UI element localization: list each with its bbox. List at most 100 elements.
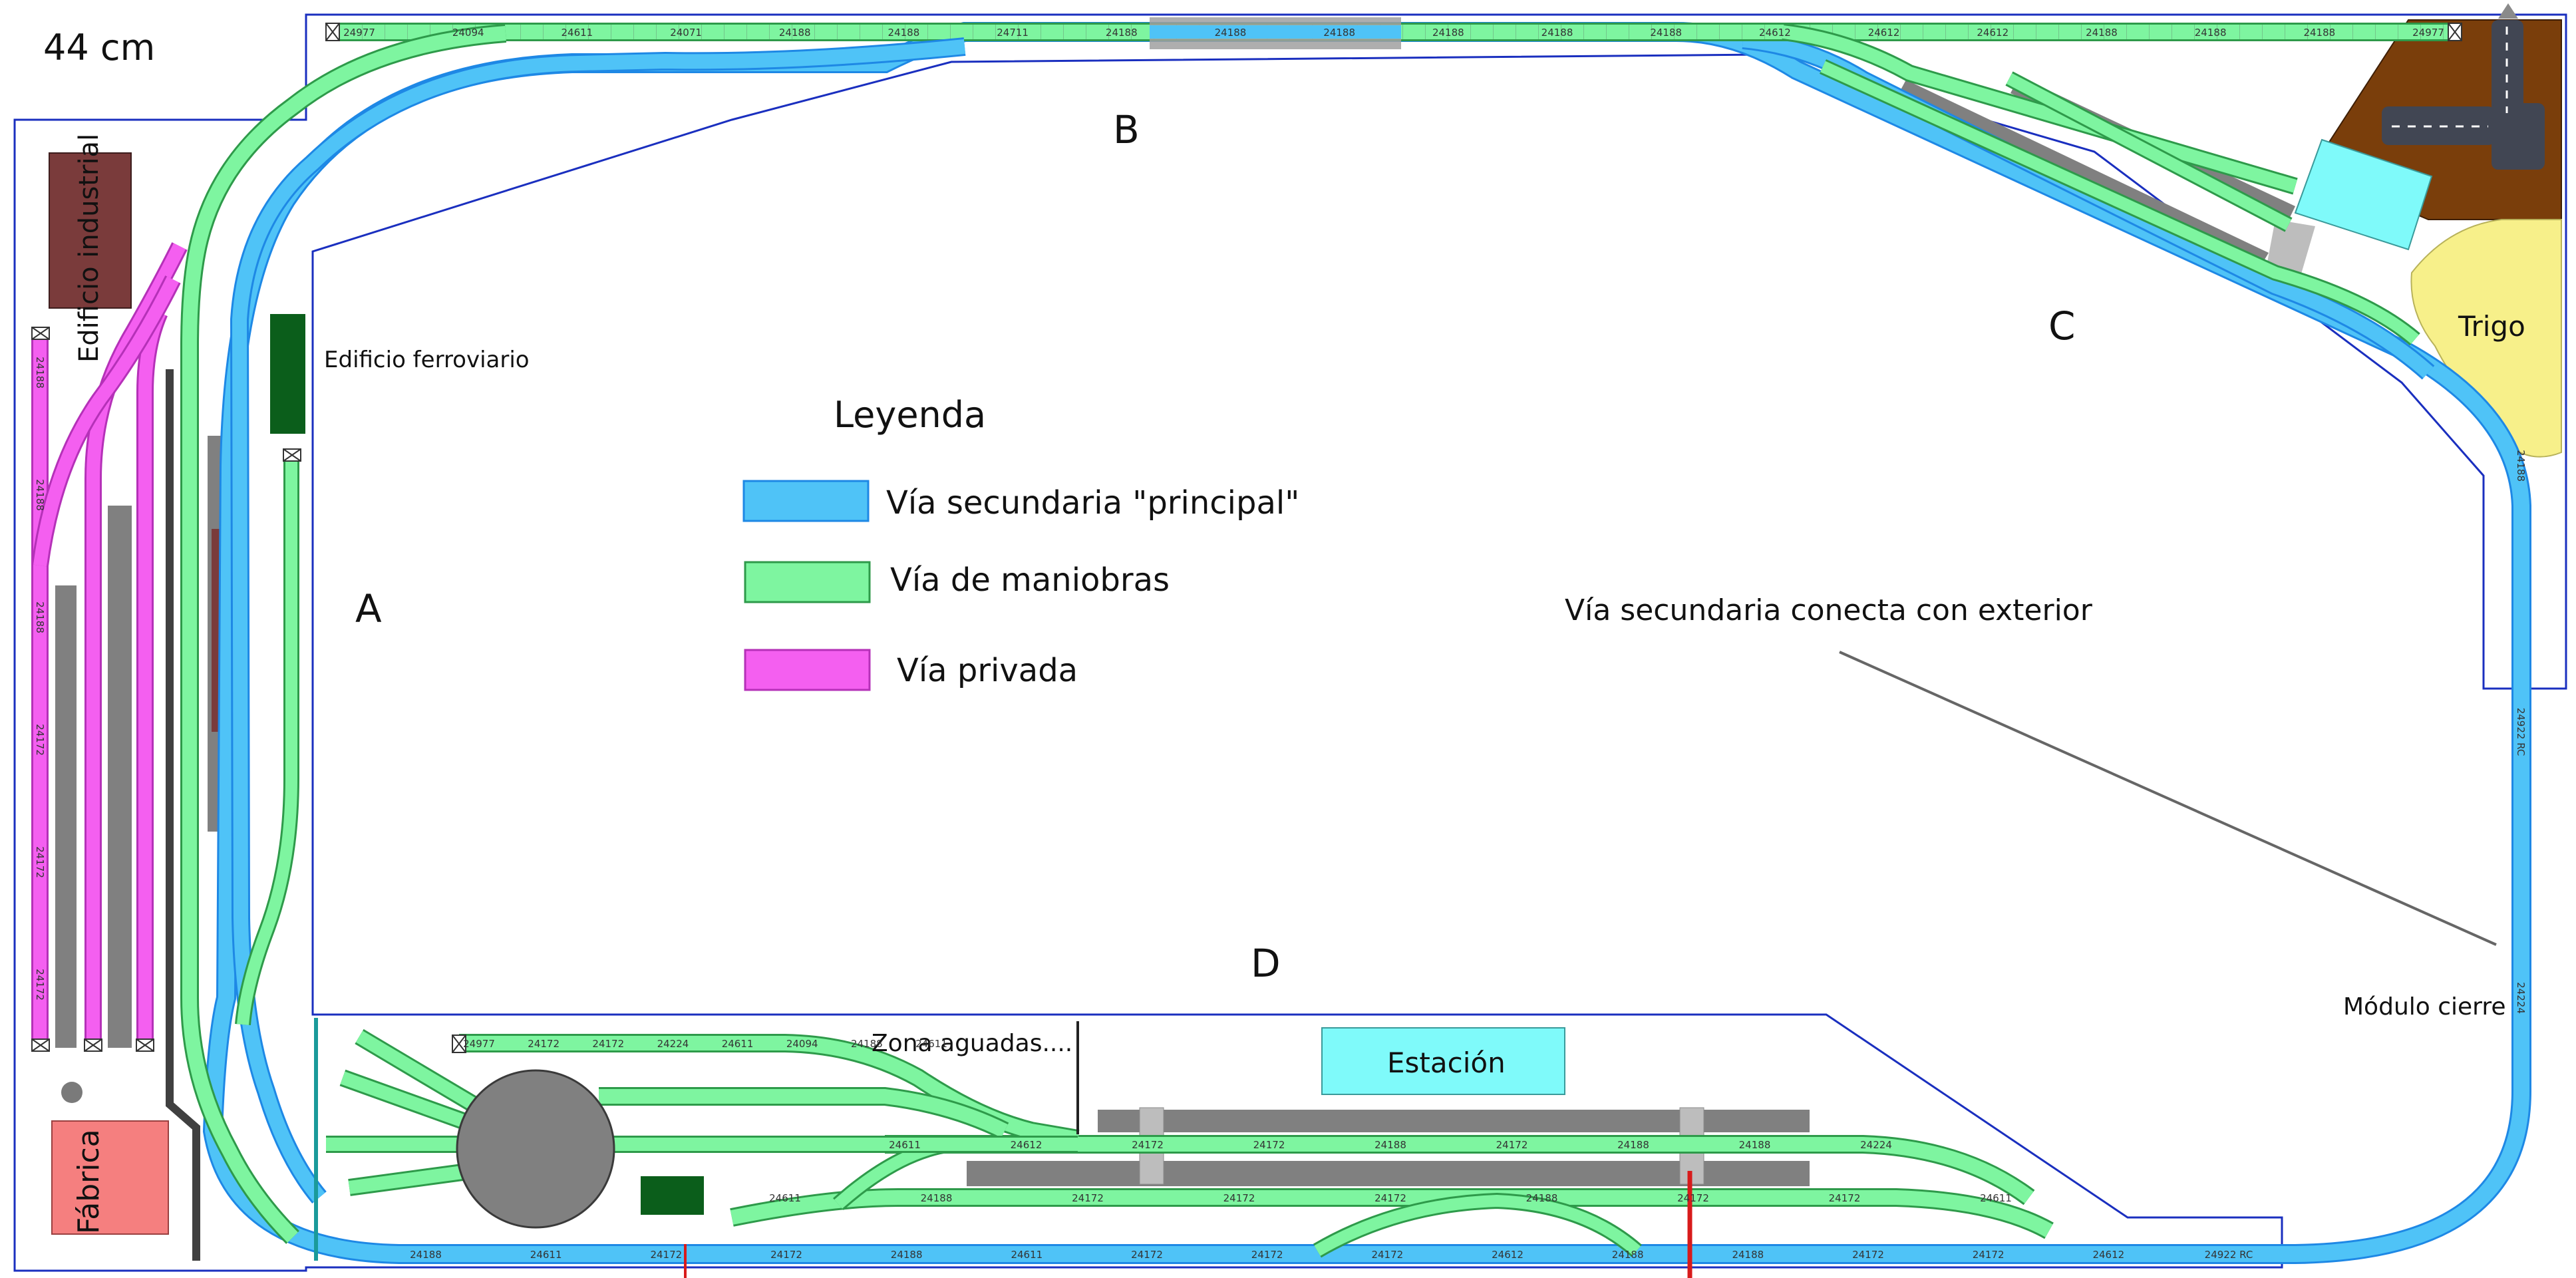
top-part-label: 24977 [343, 27, 375, 39]
top-part-label: 24612 [1759, 27, 1791, 39]
station-lower-part-label: 24611 [1980, 1192, 2012, 1204]
bottom-part-label: 24611 [1011, 1249, 1043, 1261]
private-track-2-fill [86, 243, 186, 1044]
station-lower-part-label: 24188 [1526, 1192, 1558, 1204]
industrial-building-label: Edificio industrial [74, 134, 104, 363]
loading-dock [2294, 138, 2433, 251]
right-part-label: 24922 RC [2515, 708, 2527, 756]
aguadas-zone-label: Zona aguadas.... [872, 1030, 1072, 1057]
part-labels-station-lower: 24611 24188 24172 24172 24172 24188 24172 24172… [769, 1192, 2012, 1204]
station-lower-part-label: 24172 [1374, 1192, 1406, 1204]
main-line-inner-curve [230, 37, 966, 1203]
turntable-track-nw1-fill [355, 1031, 483, 1114]
legend-swatch-private [744, 649, 871, 691]
station-upper-part-label: 24611 [889, 1139, 921, 1151]
station-track-upper-fill [885, 1137, 2034, 1203]
station-upper-part-label: 24612 [1011, 1139, 1043, 1151]
legend-label-shunting: Vía de maniobras [890, 561, 1170, 599]
station-lower-part-label: 24172 [1072, 1192, 1104, 1204]
factory-building [51, 1120, 169, 1235]
bottom-part-label: 24172 [1973, 1249, 2005, 1261]
station-upper-part-label: 24188 [1374, 1139, 1406, 1151]
left-part-label: 24172 [34, 969, 46, 1001]
aguadas-part-label: 24188 [851, 1038, 883, 1050]
station-upper-part-label: 24188 [1739, 1139, 1771, 1151]
legend: Leyenda Vía secundaria "principal" Vía d… [742, 394, 1299, 691]
aguadas-part-label: 24611 [722, 1038, 754, 1050]
buffer-stop-top-right [2448, 23, 2462, 41]
aguadas-part-label: 24172 [592, 1038, 624, 1050]
station-upper-part-label: 24188 [1617, 1139, 1649, 1151]
station-lower-part-label: 24172 [1829, 1192, 1861, 1204]
station-crossover-fill [1314, 1194, 1641, 1256]
left-siding-wall [166, 369, 200, 1261]
buffer-stop-bottom-left-2 [84, 1038, 102, 1052]
station-upper-part-label: 24172 [1496, 1139, 1528, 1151]
bottom-part-label: 24188 [1612, 1249, 1644, 1261]
main-line-branch-upper-fill [1742, 33, 2434, 379]
station-upper-part-label: 24224 [1860, 1139, 1892, 1151]
buffer-stop-left-1 [31, 327, 50, 340]
top-part-label: 24188 [1650, 27, 1682, 39]
factory-label: Fábrica [72, 1129, 106, 1234]
station-building [1321, 1027, 1565, 1095]
legend-label-private: Vía privada [897, 652, 1078, 689]
buffer-stop-left-2 [283, 448, 301, 462]
aguadas-part-label: 24224 [657, 1038, 689, 1050]
zone-letter-c: C [2048, 303, 2076, 349]
farm-building-corner [2492, 103, 2545, 170]
left-platform-2 [108, 506, 132, 1048]
top-part-label: 24188 [1215, 27, 1247, 39]
turntable-track-nw2-fill [340, 1071, 475, 1131]
main-line-inner-curve-fill [232, 39, 966, 1203]
left-shunting-curve-fill [182, 26, 506, 1243]
station-lower-part-label: 24172 [1677, 1192, 1709, 1204]
right-part-label: 24224 [2515, 982, 2527, 1014]
top-part-label: 24188 [1323, 27, 1355, 39]
station-lower-part-label: 24172 [1223, 1192, 1255, 1204]
left-platform-1 [55, 585, 77, 1048]
top-part-label: 24188 [1432, 27, 1464, 39]
zone-letter-a: A [355, 586, 382, 631]
bottom-part-label: 24172 [1852, 1249, 1884, 1261]
buffer-stop-top-left [325, 23, 340, 41]
bottom-part-label: 24612 [1492, 1249, 1524, 1261]
bottom-part-label: 24612 [2092, 1249, 2124, 1261]
left-part-label: 24172 [34, 846, 46, 878]
top-part-label: 24188 [888, 27, 920, 39]
station-track-lower-fill [730, 1190, 2053, 1237]
left-part-label: 24172 [34, 724, 46, 756]
left-part-label: 24188 [34, 357, 46, 389]
top-part-label: 24711 [997, 27, 1029, 39]
bottom-part-label: 24611 [530, 1249, 562, 1261]
upper-right-siding-1-fill [1782, 25, 2297, 193]
top-part-label: 24188 [779, 27, 811, 39]
station-lower-part-label: 24611 [769, 1192, 801, 1204]
top-part-label: 24188 [2195, 27, 2227, 39]
bottom-part-label: 24188 [410, 1249, 442, 1261]
part-labels-bottom: 24188 24611 24172 24172 24188 24611 24172 24172… [410, 1249, 2253, 1261]
bottom-part-label: 24172 [650, 1249, 682, 1261]
top-part-label: 24977 [2412, 27, 2444, 39]
upper-right-siding-2-fill [2006, 73, 2292, 230]
bottom-part-label: 24188 [1732, 1249, 1764, 1261]
legend-swatch-shunting [744, 561, 871, 603]
buffer-stop-bottom-left-3 [136, 1038, 154, 1052]
turntable [456, 1069, 615, 1229]
private-track-4-fill [33, 276, 179, 567]
bottom-part-label: 24188 [891, 1249, 923, 1261]
farm-arrow-icon [2498, 3, 2518, 19]
railway-building-label: Edificio ferroviario [324, 347, 530, 373]
station-platform-lower [967, 1161, 1810, 1186]
bottom-part-label: 24172 [770, 1249, 802, 1261]
bottom-part-label: 24172 [1251, 1249, 1283, 1261]
factory-silo [61, 1082, 82, 1103]
zone-letter-b: B [1113, 107, 1140, 152]
station-lower-part-label: 24188 [921, 1192, 953, 1204]
exterior-connection-label: Vía secundaria conecta con exterior [1565, 593, 2093, 627]
corner-label: 44 cm [43, 27, 155, 69]
top-part-label: 24071 [670, 27, 702, 39]
legend-title: Leyenda [834, 394, 986, 436]
